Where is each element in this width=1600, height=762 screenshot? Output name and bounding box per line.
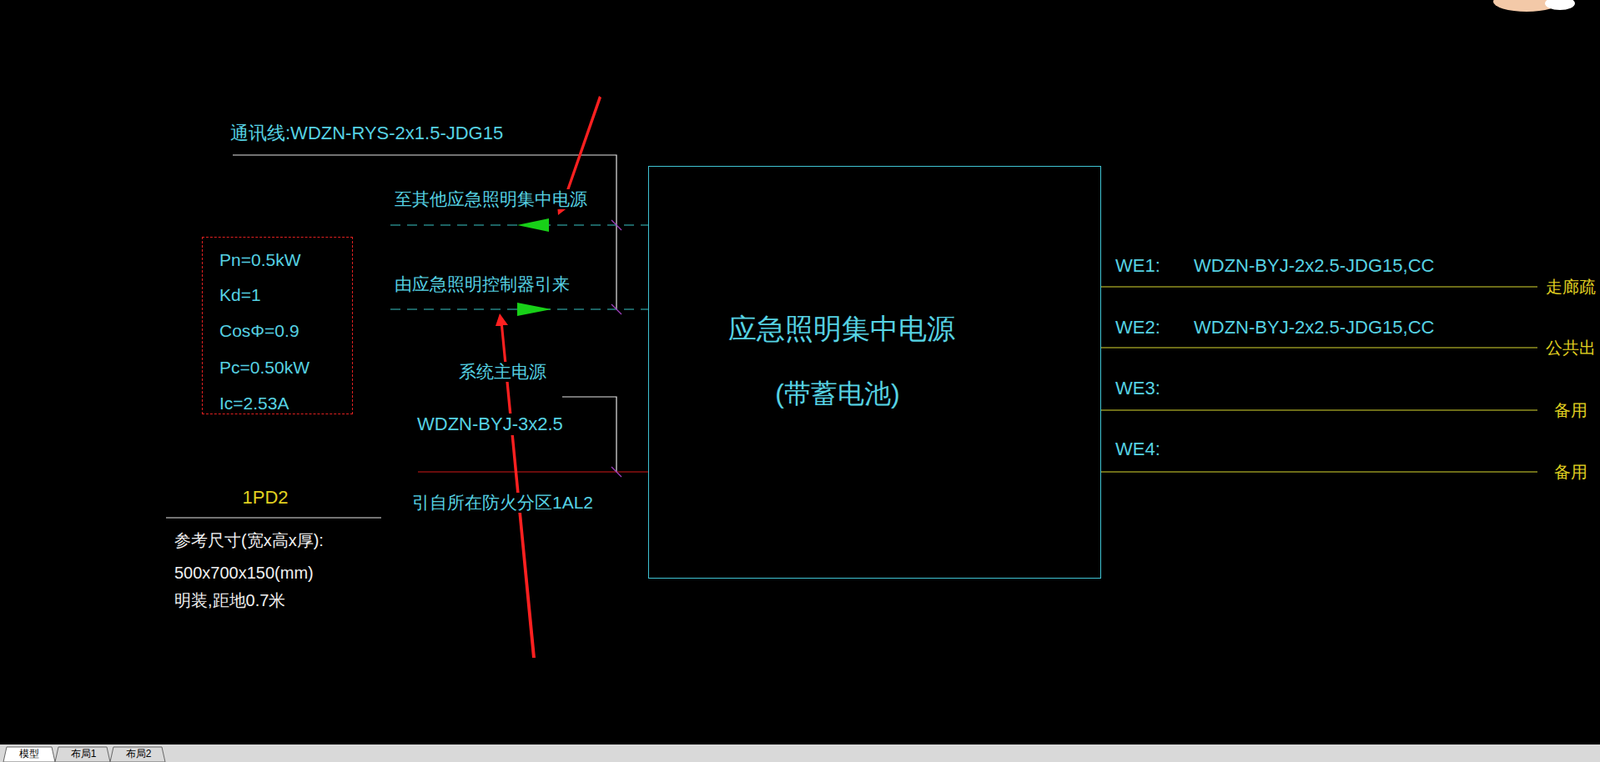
cable-label: WDZN-BYJ-2x2.5-JDG15,CC — [1192, 316, 1435, 338]
circuit-use: 走廊疏 — [1544, 277, 1597, 297]
node-text: Ic=2.53A — [218, 393, 290, 414]
cable-label: WDZN-BYJ-2x2.5-JDG15,CC — [1192, 255, 1435, 277]
node-text: 应急照明集中电源 — [727, 312, 956, 346]
note-text: 明装,距地0.7米 — [173, 591, 287, 611]
circuit-number: WE4: — [1114, 438, 1162, 460]
circuit-number: WE1: — [1114, 255, 1162, 277]
wire-label: 至其他应急照明集中电源 — [393, 189, 589, 210]
tab-bar — [0, 744, 1600, 762]
note-text: 500x700x150(mm) — [173, 563, 315, 584]
circuit-number: WE3: — [1114, 377, 1162, 399]
tab-label: 布局1 — [70, 749, 98, 761]
panel-id: 1PD2 — [241, 487, 289, 509]
tab-label: 模型 — [18, 749, 41, 761]
power-supply-box: 应急照明集中电源 (带蓄电池) — [648, 166, 1102, 579]
node-text: Pn=0.5kW — [218, 250, 302, 271]
wire-label: 系统主电源 — [457, 362, 548, 383]
circuit-use: 备用 — [1553, 462, 1589, 483]
cable-label: WDZN-BYJ-3x2.5 — [416, 413, 564, 435]
node-text: Pc=0.50kW — [218, 357, 311, 378]
node-text: Kd=1 — [218, 285, 262, 306]
note-text: 参考尺寸(宽x高x厚): — [173, 531, 325, 551]
circuit-number: WE2: — [1114, 316, 1162, 338]
circuit-use: 公共出 — [1544, 338, 1597, 358]
wire-label: 引自所在防火分区1AL2 — [411, 493, 594, 514]
circuit-use: 备用 — [1553, 401, 1589, 421]
parameter-box: Pn=0.5kW Kd=1CosΦ=0.9Pc=0.50kW Ic=2.53A — [201, 236, 353, 415]
node-text: CosΦ=0.9 — [218, 321, 301, 342]
cable-label: 通讯线:WDZN-RYS-2x1.5-JDG15 — [229, 122, 504, 144]
tab-label: 布局2 — [125, 749, 153, 761]
node-text: (带蓄电池) — [774, 378, 901, 410]
wire-label: 由应急照明控制器引来 — [393, 274, 571, 295]
